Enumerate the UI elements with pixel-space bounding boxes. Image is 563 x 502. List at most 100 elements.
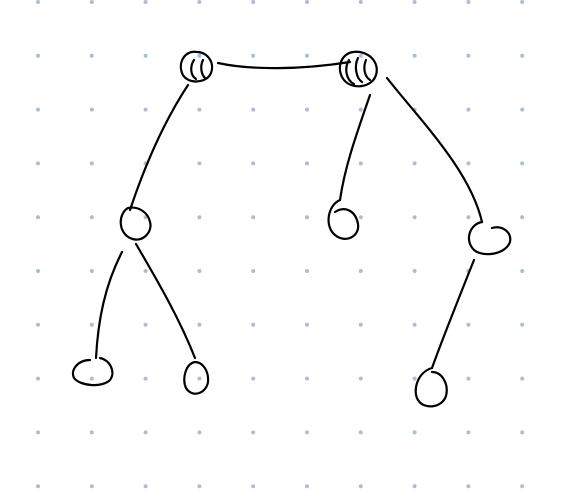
grid-dot <box>358 107 363 112</box>
grid-dot <box>251 215 256 220</box>
grid-dot <box>89 269 94 273</box>
grid-dot <box>251 430 256 435</box>
grid-dot <box>36 0 40 4</box>
grid-dot <box>358 322 363 327</box>
grid-dot <box>89 376 94 381</box>
grid-dot <box>36 107 40 112</box>
grid-dot <box>412 0 417 4</box>
grid-dot <box>358 430 363 435</box>
grid-dot <box>143 322 148 327</box>
grid-dot <box>305 484 309 489</box>
grid-dot <box>520 0 525 4</box>
grid-dot <box>197 322 202 327</box>
ink-strokes <box>71 50 512 408</box>
grid-dot <box>197 107 202 112</box>
grid-dot <box>197 161 202 166</box>
grid-dot <box>251 376 256 381</box>
edge-n2-n9 <box>134 242 197 360</box>
grid-dot <box>89 215 94 220</box>
grid-dot <box>89 484 94 489</box>
grid-dot <box>305 376 309 381</box>
grid-dot <box>520 430 525 435</box>
grid-dot <box>358 215 363 220</box>
grid-dot <box>358 484 363 489</box>
grid-dot <box>36 53 40 58</box>
grid-dot <box>197 0 202 4</box>
grid-dot <box>251 0 256 4</box>
node-n9 <box>183 360 210 395</box>
grid-dot <box>412 53 417 58</box>
grid-dot <box>305 215 309 220</box>
grid-dot <box>36 161 40 166</box>
grid-dot <box>412 322 417 327</box>
grid-dot <box>89 322 94 327</box>
grid-dot <box>305 269 309 273</box>
grid-dot <box>143 376 148 381</box>
grid-dot <box>143 0 148 4</box>
grid-dot <box>520 269 525 273</box>
grid-dot <box>89 107 94 112</box>
grid-dot <box>89 0 94 4</box>
edge-n1-n3 <box>216 60 352 70</box>
edge-n7-n10 <box>430 258 476 370</box>
grid-dot <box>36 322 40 327</box>
grid-dot <box>197 430 202 435</box>
grid-dot <box>520 484 525 489</box>
grid-dot <box>358 269 363 273</box>
grid-dot <box>143 269 148 273</box>
node-n1 <box>179 50 214 83</box>
grid-dot <box>36 269 40 273</box>
grid-dot <box>305 53 309 58</box>
grid-dot <box>89 53 94 58</box>
grid-dot <box>305 430 309 435</box>
grid-dot <box>412 430 417 435</box>
grid-dot <box>358 53 363 58</box>
grid-dot <box>197 269 202 273</box>
node-n8 <box>71 356 114 387</box>
grid-dot <box>412 484 417 489</box>
edge-n2-n8 <box>94 250 124 360</box>
grid-dot <box>197 376 202 381</box>
node-n3 <box>338 50 378 88</box>
grid-dot <box>143 107 148 112</box>
grid-dot <box>251 484 256 489</box>
grid-dot <box>89 161 94 166</box>
grid-dot <box>412 215 417 220</box>
grid-dot <box>412 161 417 166</box>
grid-dot <box>251 107 256 112</box>
grid-dot <box>466 107 471 112</box>
grid-dot <box>466 161 471 166</box>
grid-dot <box>412 376 417 381</box>
grid-dot <box>251 322 256 327</box>
node-n2 <box>119 206 152 241</box>
grid-dot <box>251 161 256 166</box>
grid-dot <box>358 0 363 4</box>
grid-dot <box>520 322 525 327</box>
grid-dot <box>143 430 148 435</box>
node-n6 <box>327 198 360 240</box>
grid-dot <box>36 376 40 381</box>
grid-dot <box>197 484 202 489</box>
grid-dot <box>466 484 471 489</box>
node-n10 <box>414 366 448 408</box>
grid-dot <box>358 376 363 381</box>
grid-dot <box>466 376 471 381</box>
grid-dot <box>36 430 40 435</box>
grid-dot <box>520 107 525 112</box>
grid-dot <box>466 322 471 327</box>
grid-dot <box>466 0 471 4</box>
grid-dot <box>143 484 148 489</box>
grid-dot <box>251 53 256 58</box>
edge-n3-n7 <box>385 76 484 224</box>
edge-n3-n6 <box>338 93 372 202</box>
grid-dot <box>358 161 363 166</box>
grid-dot <box>305 161 309 166</box>
grid-dot <box>197 215 202 220</box>
grid-dot <box>520 53 525 58</box>
grid-dot <box>36 484 40 489</box>
grid-dot <box>466 53 471 58</box>
grid-dot <box>251 269 256 273</box>
dot-grid <box>36 0 525 489</box>
